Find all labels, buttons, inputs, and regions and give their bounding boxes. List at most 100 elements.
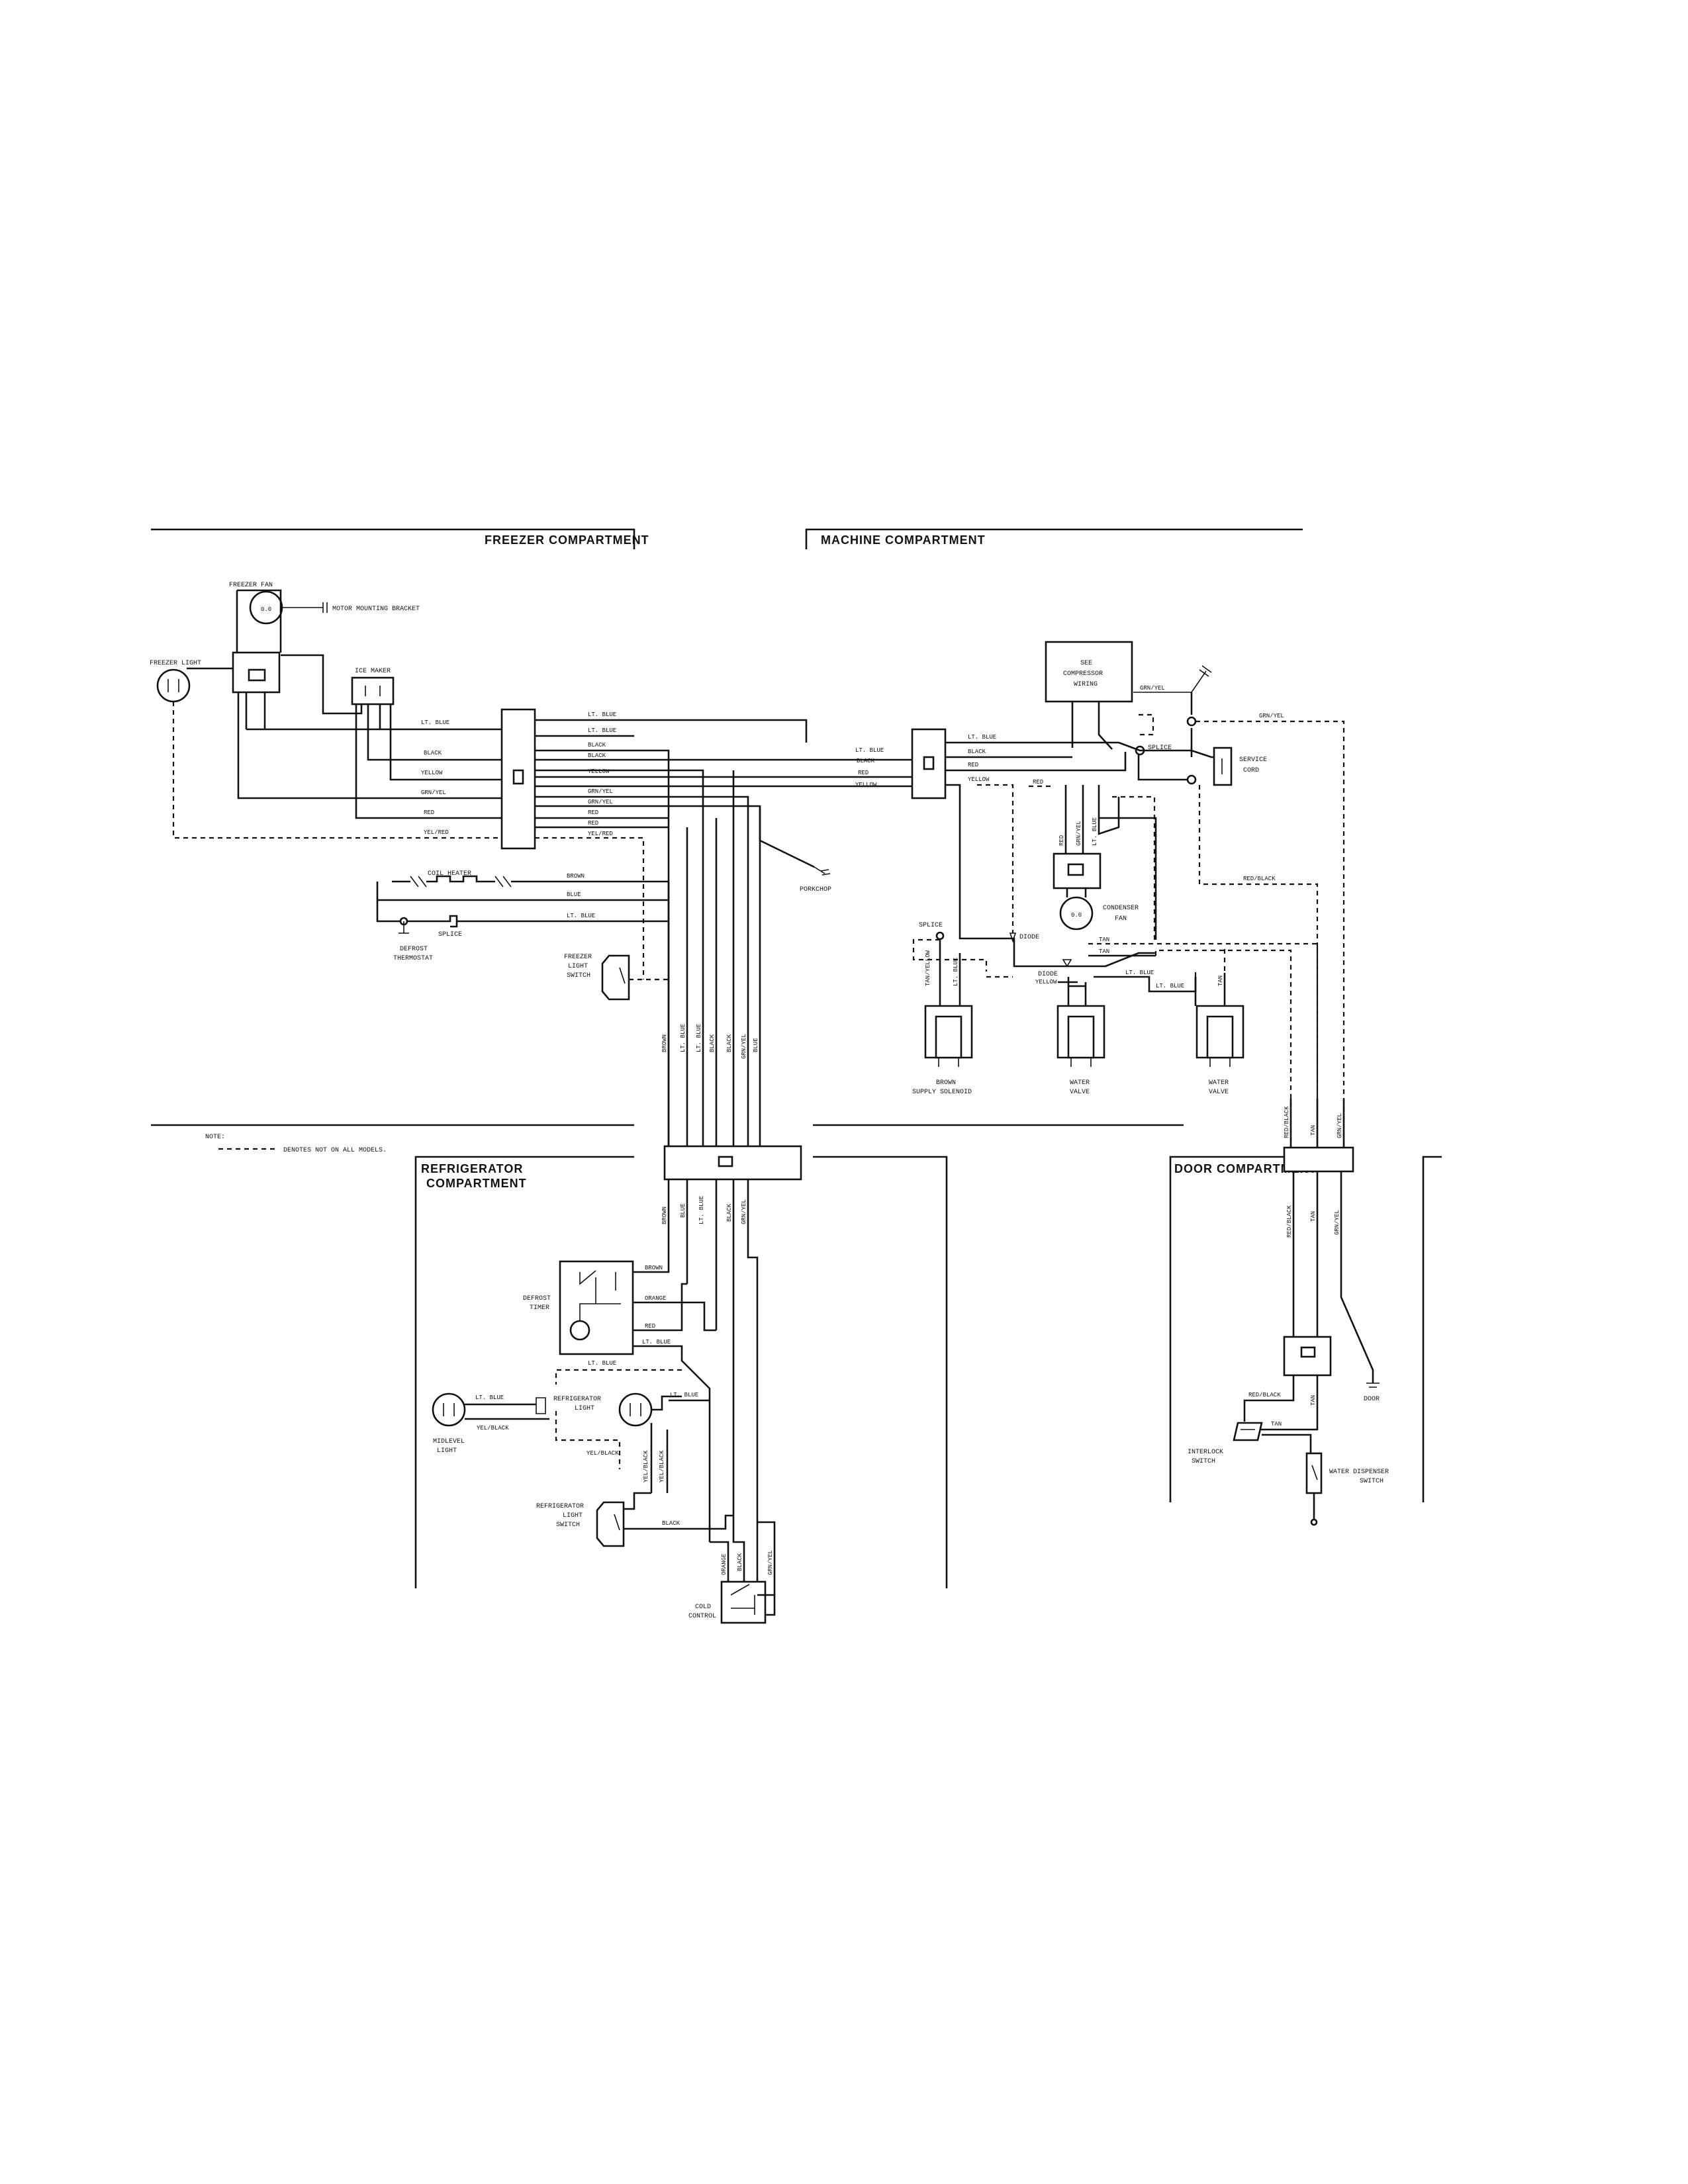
wire-label-lt-blue-valves-a: LT. BLUE bbox=[1125, 970, 1154, 976]
wire-label-machine-in-yellow: YELLOW bbox=[855, 782, 877, 788]
refrigerator-compartment-title-line1: REFRIGERATOR bbox=[421, 1162, 523, 1175]
wire-label-midlevel-lt-blue: LT. BLUE bbox=[475, 1394, 504, 1401]
door-connector bbox=[1283, 1146, 1354, 1173]
wire-label-freezer-black: BLACK bbox=[424, 750, 442, 756]
wire-label-door-tan-switch: TAN bbox=[1271, 1421, 1282, 1428]
service-cord-connector bbox=[1213, 747, 1233, 786]
wire-label-ref-brown: BROWN bbox=[661, 1206, 668, 1224]
freezer-light-switch: FREEZER LIGHT SWITCH bbox=[564, 954, 630, 1001]
refrigerator-light: REFRIGERATOR LIGHT bbox=[553, 1392, 653, 1427]
water-dispenser-switch-label-2: SWITCH bbox=[1360, 1478, 1383, 1485]
wire-label-black-a: BLACK bbox=[588, 742, 606, 749]
condenser-fan-label-2: FAN bbox=[1115, 915, 1127, 923]
interlock-switch-label-2: SWITCH bbox=[1192, 1458, 1215, 1465]
defrost-thermostat-label-2: THERMOSTAT bbox=[393, 955, 433, 962]
defrost-timer-label-2: TIMER bbox=[530, 1304, 549, 1312]
condenser-fan-rating: 0.0 bbox=[1071, 912, 1082, 919]
freezer-fan-rating: 0.0 bbox=[261, 606, 271, 613]
wire-label-ref-light-lt-blue: LT. BLUE bbox=[670, 1392, 698, 1398]
wire-label-diode-red: RED bbox=[1033, 779, 1043, 786]
wire-label-ref-yel-black-c: YEL/BLACK bbox=[659, 1450, 665, 1482]
wire-label-machine-in-black: BLACK bbox=[857, 758, 875, 764]
wire-label-condenser-grn-yel: GRN/YEL bbox=[1076, 821, 1082, 846]
freezer-fan-connector bbox=[232, 651, 281, 694]
interlock-switch: INTERLOCK SWITCH bbox=[1188, 1422, 1263, 1465]
wire-label-machine-out-yellow: YELLOW bbox=[968, 776, 990, 783]
wire-label-ref-lt-blue: LT. BLUE bbox=[698, 1196, 705, 1224]
wire-label-door-grn-yel: GRN/YEL bbox=[1334, 1210, 1340, 1235]
wire-label-door-tan-vertical: TAN bbox=[1310, 1395, 1317, 1406]
wire-label-lt-blue-a: LT. BLUE bbox=[588, 711, 616, 718]
supply-solenoid-label-1: BROWN bbox=[936, 1079, 956, 1087]
wire-label-door-red-black-switch: RED/BLACK bbox=[1248, 1392, 1281, 1398]
splice-label-freezer: SPLICE bbox=[438, 931, 462, 938]
wire-label-timer-brown: BROWN bbox=[645, 1265, 663, 1271]
supply-solenoid: BROWN SUPPLY SOLENOID bbox=[912, 1005, 973, 1096]
wire-label-ref-black: BLACK bbox=[726, 1203, 733, 1222]
wire-label-grn-yel-door: GRN/YEL bbox=[1259, 713, 1284, 719]
freezer-light-switch-label-2: LIGHT bbox=[568, 963, 588, 970]
wire-label-timer-orange: ORANGE bbox=[645, 1295, 666, 1302]
wire-label-freezer-lt-blue: LT. BLUE bbox=[421, 719, 449, 726]
wire-label-door-red-black: RED/BLACK bbox=[1286, 1205, 1293, 1238]
wire-label-machine-in-red: RED bbox=[858, 770, 868, 776]
timer-motor-icon bbox=[569, 1320, 590, 1341]
freezer-main-connector bbox=[500, 708, 536, 850]
cold-control: COLD CONTROL bbox=[688, 1580, 767, 1624]
wire-label-black-b: BLACK bbox=[588, 752, 606, 759]
wire-label-cold-orange: ORANGE bbox=[721, 1554, 727, 1575]
water-valve-2-label-1: WATER bbox=[1209, 1079, 1229, 1087]
condenser-fan-motor-icon bbox=[1059, 896, 1094, 931]
refrigerator-light-label-2: LIGHT bbox=[575, 1405, 594, 1412]
condenser-fan-connector bbox=[1053, 852, 1102, 889]
wire-label-valve-lt-blue: LT. BLUE bbox=[953, 958, 959, 986]
defrost-thermostat-label-1: DEFROST bbox=[400, 946, 428, 953]
service-cord-label-1: SERVICE bbox=[1239, 756, 1267, 764]
porkchop-label: PORKCHOP bbox=[800, 886, 831, 893]
wire-label-red-black-machine: RED/BLACK bbox=[1243, 876, 1276, 882]
midlevel-light-label-1: MIDLEVEL bbox=[433, 1438, 465, 1445]
wire-label-tan-yellow: TAN/YELLOW bbox=[925, 950, 931, 986]
wire-label-freezer-red: RED bbox=[424, 809, 434, 816]
wire-label-red-b: RED bbox=[588, 820, 598, 827]
diode-label-2: DIODE bbox=[1038, 971, 1058, 978]
water-dispenser-switch-label-1: WATER DISPENSER bbox=[1329, 1469, 1389, 1476]
wire-label-timer-lt-blue: LT. BLUE bbox=[642, 1339, 671, 1345]
wire-label-machine-out-black: BLACK bbox=[968, 749, 986, 755]
wire-label-freezer-yel-red: YEL/RED bbox=[424, 829, 449, 836]
wire-label-harness-black-b: BLACK bbox=[726, 1034, 733, 1052]
wire-label-ref-grn-yel: GRN/YEL bbox=[741, 1199, 747, 1224]
midlevel-light: MIDLEVEL LIGHT bbox=[432, 1392, 466, 1455]
condenser-fan-label-1: CONDENSER bbox=[1103, 905, 1139, 912]
freezer-light-switch-label-3: SWITCH bbox=[567, 972, 590, 979]
defrost-timer: DEFROST TIMER bbox=[523, 1260, 634, 1355]
ice-maker-label: ICE MAKER bbox=[355, 668, 391, 675]
water-valve-1: WATER VALVE bbox=[1056, 1005, 1105, 1096]
wire-label-coil-blue: BLUE bbox=[567, 891, 581, 898]
wire-label-door-tan: TAN bbox=[1310, 1211, 1317, 1222]
door-compartment-title: DOOR COMPARTMENT bbox=[1174, 1162, 1317, 1175]
freezer-light: FREEZER LIGHT bbox=[150, 660, 201, 703]
splice-label-machine: SPLICE bbox=[1148, 745, 1172, 752]
freezer-light-switch-label-1: FREEZER bbox=[564, 954, 592, 961]
see-compressor-label-1: SEE bbox=[1080, 660, 1092, 667]
wire-label-lt-blue-b: LT. BLUE bbox=[588, 727, 616, 734]
wire-label-condenser-red: RED bbox=[1058, 835, 1065, 846]
wire-label-coil-lt-blue: LT. BLUE bbox=[567, 913, 595, 919]
water-dispenser-switch: WATER DISPENSER SWITCH bbox=[1305, 1452, 1389, 1526]
wire-label-timer-red: RED bbox=[645, 1323, 655, 1330]
wire-label-door-red-black-top: RED/BLACK bbox=[1284, 1106, 1290, 1138]
compartment-frames bbox=[151, 528, 1442, 1588]
wire-label-harness-lt-blue-b: LT. BLUE bbox=[696, 1024, 702, 1052]
wire-label-grn-yel-compressor: GRN/YEL bbox=[1140, 685, 1165, 692]
wire-label-door-tan-top: TAN bbox=[1310, 1125, 1317, 1136]
wire-label-harness-blue: BLUE bbox=[753, 1038, 759, 1052]
refrigerator-light-label-1: REFRIGERATOR bbox=[553, 1396, 601, 1403]
wire-label-ref-blue: BLUE bbox=[680, 1203, 686, 1218]
freezer-fan: FREEZER FAN 0.0 MOTOR MOUNTING BRACKET bbox=[229, 582, 420, 625]
freezer-light-label: FREEZER LIGHT bbox=[150, 660, 201, 667]
wire-label-machine-out-lt-blue: LT. BLUE bbox=[968, 734, 996, 741]
wire-label-harness-black-a: BLACK bbox=[709, 1034, 716, 1052]
wire-label-lt-blue-valves-b: LT. BLUE bbox=[1156, 983, 1184, 989]
